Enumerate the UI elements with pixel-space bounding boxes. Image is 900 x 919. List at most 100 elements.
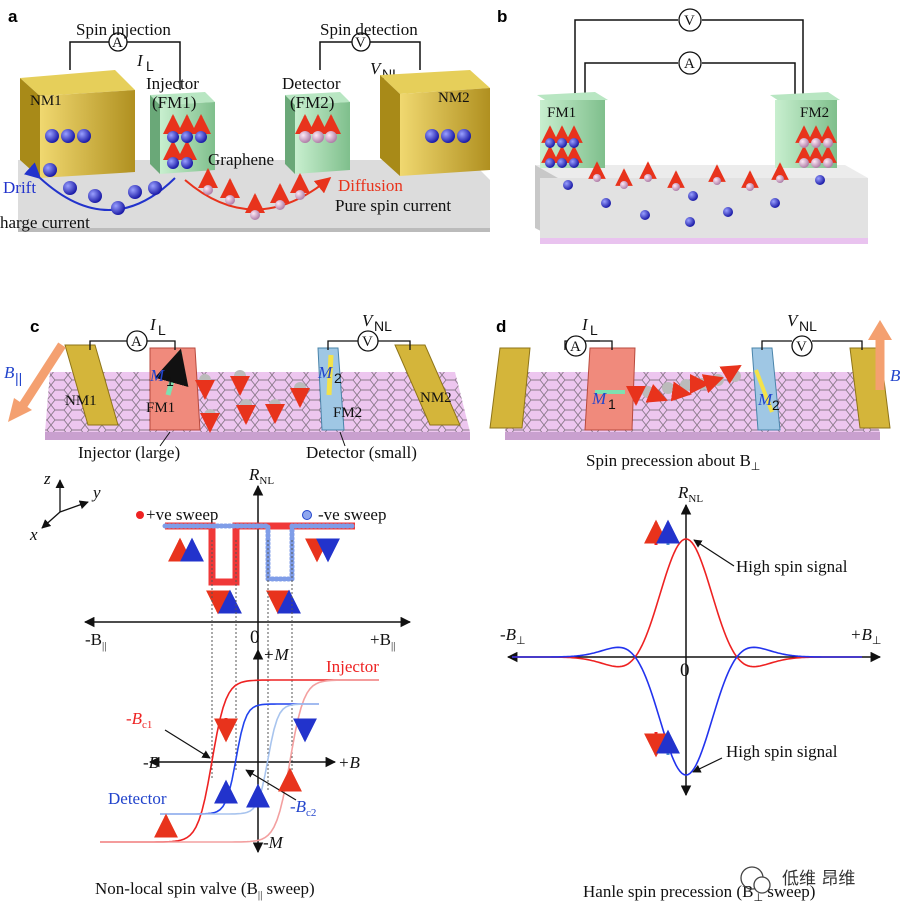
fm1-spins xyxy=(163,114,211,160)
spin-detection-label: Spin detection xyxy=(320,20,418,39)
c-wire-a-left xyxy=(89,340,127,350)
b-channel-balls xyxy=(563,174,825,227)
b-fm2-label: FM2 xyxy=(800,105,829,121)
spin-injection-label: Spin injection xyxy=(76,20,171,39)
d-hanle-ylabel: RNL xyxy=(677,483,703,505)
nm1-side xyxy=(20,78,40,178)
d-wire-v-left xyxy=(761,340,792,350)
c-hyst-bneg: -B xyxy=(143,753,160,772)
c-hyst-mpos: +M xyxy=(263,645,289,664)
d-fm1-electrode xyxy=(584,347,636,431)
d-caption: Hanle spin precession (B⊥ sweep) xyxy=(583,882,815,904)
d-hanle-xneg: -B⊥ xyxy=(500,625,526,647)
c-injector-caption: Injector (large) xyxy=(78,443,180,462)
d-field-arrowhead xyxy=(868,320,892,340)
fm1-balls xyxy=(167,131,207,169)
c-fm2-label: FM2 xyxy=(333,405,362,421)
d-precession-arrows xyxy=(626,364,742,406)
fm2-side xyxy=(285,95,295,174)
d-high-bottom-label: High spin signal xyxy=(726,742,838,761)
channel-electrons xyxy=(43,163,162,215)
d-high-top-label: High spin signal xyxy=(736,557,848,576)
current-label: I xyxy=(136,51,144,70)
graphene-label: Graphene xyxy=(208,150,274,169)
triad-y xyxy=(59,500,89,513)
legend-pos-marker xyxy=(136,511,144,519)
d-hanle-xpos: +B⊥ xyxy=(850,625,881,647)
b-slab-front xyxy=(540,178,868,240)
c-hyst-state-arrows xyxy=(154,718,317,838)
c-wire-a-right xyxy=(147,340,176,350)
c-field-arrow xyxy=(16,342,66,413)
nm1-electrons xyxy=(45,129,91,143)
voltmeter-a xyxy=(351,32,371,52)
d-field-label: B xyxy=(890,366,900,385)
c-nm1-electrode xyxy=(64,344,119,426)
b-slab-graphene xyxy=(540,238,868,244)
wire-detection-right xyxy=(369,41,421,70)
wire-b-voltmeter-left xyxy=(574,19,678,95)
wire-injection-left xyxy=(69,41,110,70)
triad-x xyxy=(41,511,61,529)
d-m1-label: M xyxy=(591,389,607,408)
c-hyst-mneg: -M xyxy=(263,833,284,852)
c-voltmeter-label: V xyxy=(362,334,373,350)
c-field-label: B xyxy=(4,363,15,382)
detector-loop-up xyxy=(160,703,319,815)
plot-c: z y x RNL -B|| +B|| 0 +ve sweep -ve swee… xyxy=(29,465,412,901)
c-ammeter-label: A xyxy=(131,334,142,350)
neg-sweep-trace xyxy=(162,523,358,582)
spin-valve-traces xyxy=(162,522,358,586)
voltmeter-b xyxy=(678,8,702,32)
d-m2-arrow xyxy=(754,369,774,413)
c-spin-arrows xyxy=(195,376,310,433)
panel-d-label: d xyxy=(496,317,506,336)
hysteresis-traces xyxy=(100,679,379,843)
panel-b-label: b xyxy=(497,7,507,26)
nm2-label: NM2 xyxy=(438,90,470,106)
c-m1-arrow xyxy=(154,348,189,396)
b-channel-spins xyxy=(588,161,789,188)
c-rnl-xpos: +B|| xyxy=(370,630,395,652)
panel-a: a A V Spin injection Spin detection I L … xyxy=(0,7,490,232)
c-current-sub: L xyxy=(158,322,166,338)
detector-sub: (FM2) xyxy=(290,93,334,112)
c-m2-sub: 2 xyxy=(334,370,342,386)
panel-c-label: c xyxy=(30,317,39,336)
nm2-top xyxy=(380,70,490,94)
c-current-label: I xyxy=(149,315,157,334)
c-m1-sub: 1 xyxy=(166,373,174,389)
diffusion-label: Diffusion xyxy=(338,176,403,195)
d-ammeter-label: A xyxy=(570,339,581,355)
triad-z-label: z xyxy=(43,469,51,488)
c-voltmeter xyxy=(357,330,379,352)
nm2-side xyxy=(380,75,400,176)
c-rnl-xneg: -B|| xyxy=(85,630,106,652)
channel-spins xyxy=(198,168,310,213)
c-state-arrows xyxy=(168,537,340,615)
wire-b-voltmeter-right xyxy=(702,19,804,95)
channel-spin-balls xyxy=(203,185,305,220)
fm1-side xyxy=(150,95,160,174)
c-detector-caption: Detector (small) xyxy=(306,443,417,462)
fm2-spins xyxy=(295,114,341,134)
pure-spin-current-label: Pure spin current xyxy=(335,196,451,215)
c-m2-label: M xyxy=(317,363,333,382)
triad-y-label: y xyxy=(91,483,101,502)
c-injector-leader xyxy=(159,431,171,447)
c-graphene-edge xyxy=(45,432,470,440)
d-graphene-lattice xyxy=(505,372,880,432)
c-bc1-label: -Bc1 xyxy=(126,709,152,731)
d-wire-a-right xyxy=(590,340,613,350)
c-detector-leader xyxy=(339,431,346,447)
hanle-antiparallel-trace xyxy=(512,646,862,776)
wire-injection-right xyxy=(126,41,181,90)
c-hyst-detector-label: Detector xyxy=(108,789,167,808)
d-current-label: I xyxy=(581,315,589,334)
c-nm1-label: NM1 xyxy=(65,393,97,409)
c-fm1-label: FM1 xyxy=(146,400,175,416)
panel-a-label: a xyxy=(8,7,18,26)
panel-b: b V A FM1 FM2 xyxy=(497,7,868,244)
d-voltage-label: V xyxy=(787,311,800,330)
